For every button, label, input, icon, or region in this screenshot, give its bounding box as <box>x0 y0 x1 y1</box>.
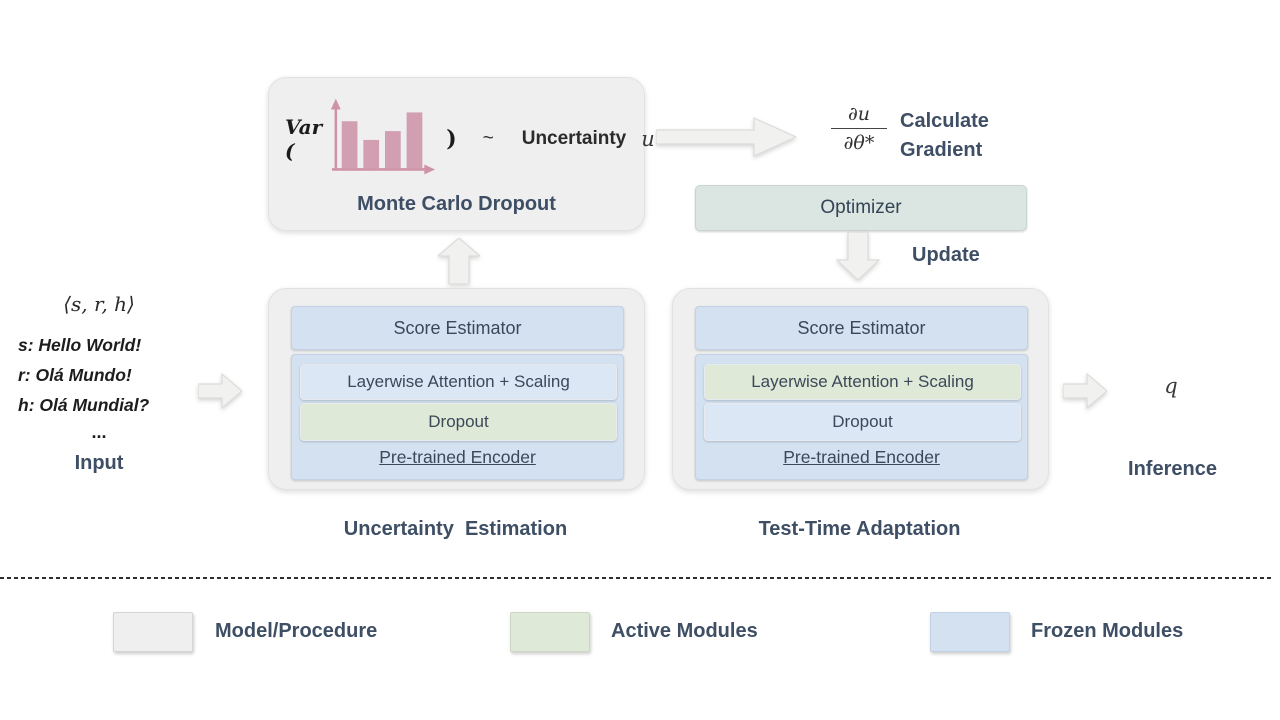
ue-pretrained-encoder: Pre-trained Encoder <box>379 447 536 467</box>
legend-swatch-active <box>510 612 590 652</box>
var-label: Var ( <box>285 115 323 163</box>
u-symbol: u <box>641 127 655 151</box>
input-ellipsis: ... <box>91 422 107 442</box>
legend-label-model: Model/Procedure <box>215 620 378 642</box>
ue-encoder-stack: Layerwise Attention + Scaling Dropout Pr… <box>291 354 624 480</box>
tta-encoder-stack: Layerwise Attention + Scaling Dropout Pr… <box>695 354 1028 480</box>
calculate-gradient-label: Calculate Gradient <box>900 110 989 161</box>
input-block: ⟨s, r, h⟩ s: Hello World! r: Olá Mundo! … <box>18 292 180 475</box>
inference-label: Inference <box>1128 458 1217 480</box>
fraction-denominator: ∂θ* <box>831 128 887 154</box>
input-arrow-icon <box>198 372 242 410</box>
test-time-adaptation-box: Score Estimator Layerwise Attention + Sc… <box>672 288 1049 490</box>
legend-label-active: Active Modules <box>611 620 758 642</box>
ue-score-estimator: Score Estimator <box>291 306 624 350</box>
uncertainty-label: Uncertainty <box>521 128 627 149</box>
optimizer-box: Optimizer <box>695 185 1027 231</box>
input-label: Input <box>74 452 124 474</box>
input-tuple: ⟨s, r, h⟩ <box>63 292 135 316</box>
uncertainty-estimation-box: Score Estimator Layerwise Attention + Sc… <box>268 288 645 490</box>
ue-layerwise-attention: Layerwise Attention + Scaling <box>300 364 617 400</box>
monte-carlo-dropout-title: Monte Carlo Dropout <box>357 193 556 215</box>
test-time-adaptation-title: Test-Time Adaptation <box>758 518 961 540</box>
tta-layerwise-attention: Layerwise Attention + Scaling <box>704 364 1021 400</box>
optimizer-label: Optimizer <box>820 197 902 218</box>
input-line-h: h: Olá Mundial? <box>18 395 150 415</box>
tta-pretrained-encoder: Pre-trained Encoder <box>783 447 940 467</box>
q-symbol: q <box>1164 374 1178 398</box>
variance-expression: Var ( ) ~ Uncertainty u <box>285 92 655 186</box>
tta-dropout: Dropout <box>704 403 1021 441</box>
gradient-arrow-icon <box>656 117 796 157</box>
fraction-numerator: ∂u <box>847 103 871 125</box>
uncertainty-estimation-title: Uncertainty Estimation <box>343 518 568 540</box>
legend-label-frozen: Frozen Modules <box>1031 620 1184 642</box>
dotted-separator <box>0 577 1272 579</box>
bar-chart-icon <box>326 96 442 183</box>
legend-swatch-frozen <box>930 612 1010 652</box>
uncertainty-feedback-arrow-icon <box>438 238 480 284</box>
update-label: Update <box>912 244 980 266</box>
update-arrow-icon <box>836 232 880 280</box>
tta-score-estimator: Score Estimator <box>695 306 1028 350</box>
legend-swatch-model <box>113 612 193 652</box>
close-paren: ) <box>446 126 457 152</box>
tilde-symbol: ~ <box>482 128 494 149</box>
input-line-s: s: Hello World! <box>18 335 142 355</box>
monte-carlo-dropout-box: Var ( ) ~ Uncertainty u Monte Carlo Drop… <box>268 77 655 231</box>
input-line-r: r: Olá Mundo! <box>18 365 132 385</box>
gradient-fraction: ∂u ∂θ* <box>831 103 887 154</box>
inference-arrow-icon <box>1063 372 1107 410</box>
ue-dropout: Dropout <box>300 403 617 441</box>
